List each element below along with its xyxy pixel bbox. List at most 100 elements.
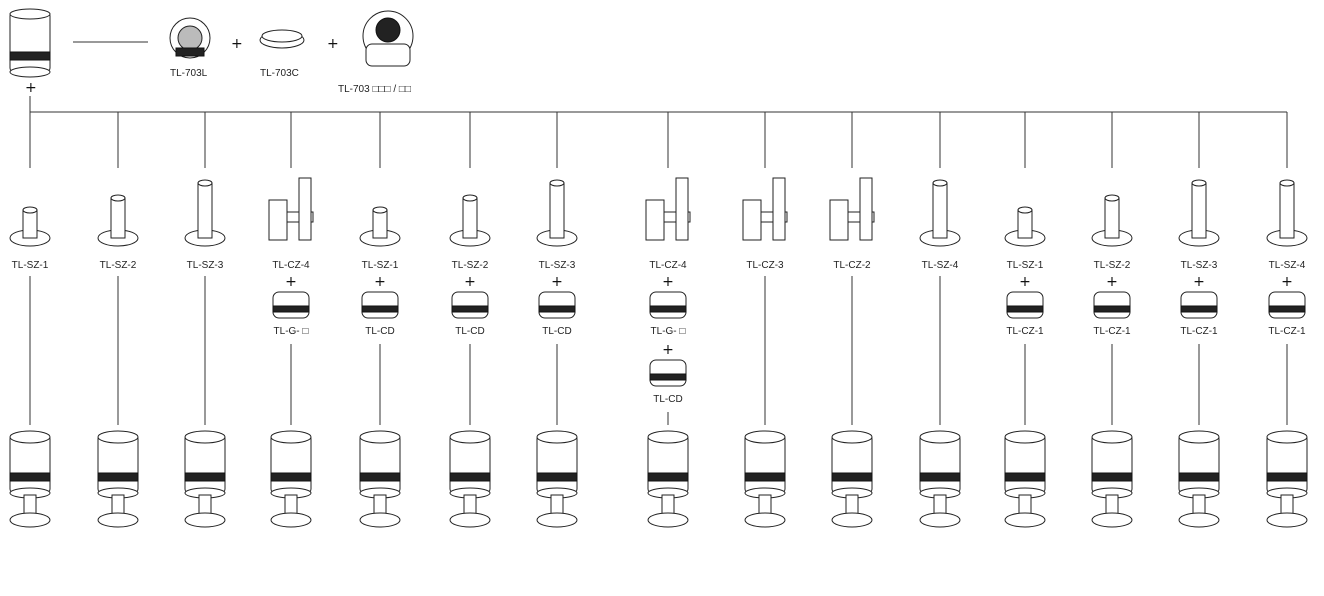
plus-sign: + bbox=[1193, 274, 1205, 290]
combination-column bbox=[1267, 112, 1307, 527]
mount-part bbox=[537, 180, 577, 246]
extra-part bbox=[650, 292, 686, 318]
assembled-lamp bbox=[360, 431, 400, 527]
extra-part bbox=[539, 292, 575, 318]
assembled-lamp bbox=[10, 431, 50, 527]
plus-sign: + bbox=[25, 80, 37, 96]
plus-sign: + bbox=[1019, 274, 1031, 290]
part-label-tl-703: TL-703 □□□ / □□ bbox=[338, 84, 411, 95]
plus-sign: + bbox=[662, 274, 674, 290]
assembled-lamp bbox=[450, 431, 490, 527]
extra-label: TL-CZ-1 bbox=[1093, 326, 1131, 337]
mount-label: TL-SZ-3 bbox=[187, 260, 224, 271]
extra-label: TL-CD bbox=[455, 326, 484, 337]
mount-part bbox=[185, 180, 225, 246]
mount-label: TL-CZ-4 bbox=[649, 260, 687, 271]
extra-label: TL-G- □ bbox=[651, 326, 686, 337]
assembled-lamp bbox=[745, 431, 785, 527]
extra-label: TL-CZ-1 bbox=[1268, 326, 1306, 337]
combination-column bbox=[450, 112, 490, 527]
extra-part bbox=[650, 360, 686, 386]
mount-part bbox=[360, 207, 400, 246]
mount-label: TL-CZ-3 bbox=[746, 260, 784, 271]
plus-sign: + bbox=[285, 274, 297, 290]
assembled-lamp bbox=[185, 431, 225, 527]
plus-sign: + bbox=[374, 274, 386, 290]
extra-part bbox=[273, 292, 309, 318]
combination-column bbox=[646, 112, 690, 527]
plus-sign: + bbox=[1281, 274, 1293, 290]
combination-column bbox=[360, 112, 400, 527]
mount-label: TL-SZ-2 bbox=[1094, 260, 1131, 271]
mount-label: TL-SZ-1 bbox=[12, 260, 49, 271]
tl-703l-part bbox=[170, 18, 210, 58]
assembled-lamp bbox=[1005, 431, 1045, 527]
extra-part bbox=[1007, 292, 1043, 318]
mount-part bbox=[646, 178, 690, 240]
combination-column bbox=[920, 112, 960, 527]
plus-sign: + bbox=[662, 342, 674, 358]
combination-column bbox=[830, 112, 874, 527]
mount-label: TL-SZ-2 bbox=[100, 260, 137, 271]
extra-part bbox=[452, 292, 488, 318]
top-lamp-body bbox=[10, 9, 50, 77]
assembled-lamp bbox=[1179, 431, 1219, 527]
mount-label: TL-SZ-1 bbox=[362, 260, 399, 271]
extra-label: TL-CD bbox=[542, 326, 571, 337]
part-label-tl-703c: TL-703C bbox=[260, 68, 299, 79]
assembled-lamp bbox=[271, 431, 311, 527]
part-label-tl-703l: TL-703L bbox=[170, 68, 208, 79]
extra-part bbox=[1094, 292, 1130, 318]
mount-label: TL-SZ-1 bbox=[1007, 260, 1044, 271]
mount-label: TL-SZ-4 bbox=[1269, 260, 1306, 271]
extra-label: TL-CD bbox=[653, 394, 682, 405]
mount-part bbox=[1267, 180, 1307, 246]
combination-column bbox=[269, 112, 313, 527]
extra-label: TL-CZ-1 bbox=[1006, 326, 1044, 337]
combination-column bbox=[1092, 112, 1132, 527]
extra-part bbox=[1181, 292, 1217, 318]
mount-label: TL-CZ-2 bbox=[833, 260, 871, 271]
mount-part bbox=[830, 178, 874, 240]
combination-column bbox=[185, 112, 225, 527]
mount-label: TL-SZ-3 bbox=[539, 260, 576, 271]
assembled-lamp bbox=[832, 431, 872, 527]
combination-column bbox=[743, 112, 787, 527]
mount-label: TL-SZ-4 bbox=[922, 260, 959, 271]
mount-label: TL-SZ-2 bbox=[452, 260, 489, 271]
mount-part bbox=[1179, 180, 1219, 246]
mount-part bbox=[1005, 207, 1045, 246]
assembled-lamp bbox=[1092, 431, 1132, 527]
extra-label: TL-CZ-1 bbox=[1180, 326, 1218, 337]
plus-sign: + bbox=[231, 36, 243, 52]
tl-703-part bbox=[363, 11, 413, 66]
mount-part bbox=[10, 207, 50, 246]
assembled-lamp bbox=[920, 431, 960, 527]
plus-sign: + bbox=[327, 36, 339, 52]
extra-part bbox=[362, 292, 398, 318]
assembled-lamp bbox=[537, 431, 577, 527]
combination-column bbox=[98, 112, 138, 527]
extra-label: TL-G- □ bbox=[274, 326, 309, 337]
combination-column bbox=[537, 112, 577, 527]
mount-part bbox=[450, 195, 490, 246]
extra-label: TL-CD bbox=[365, 326, 394, 337]
mount-part bbox=[743, 178, 787, 240]
combination-column bbox=[1179, 112, 1219, 527]
combination-column bbox=[10, 112, 50, 527]
mount-part bbox=[98, 195, 138, 246]
mount-label: TL-SZ-3 bbox=[1181, 260, 1218, 271]
assembled-lamp bbox=[648, 431, 688, 527]
mount-part bbox=[1092, 195, 1132, 246]
assembled-lamp bbox=[1267, 431, 1307, 527]
mount-label: TL-CZ-4 bbox=[272, 260, 310, 271]
combination-column bbox=[1005, 112, 1045, 527]
plus-sign: + bbox=[464, 274, 476, 290]
plus-sign: + bbox=[551, 274, 563, 290]
assembled-lamp bbox=[98, 431, 138, 527]
plus-sign: + bbox=[1106, 274, 1118, 290]
extra-part bbox=[1269, 292, 1305, 318]
tl-703c-part bbox=[260, 30, 304, 48]
mount-part bbox=[920, 180, 960, 246]
